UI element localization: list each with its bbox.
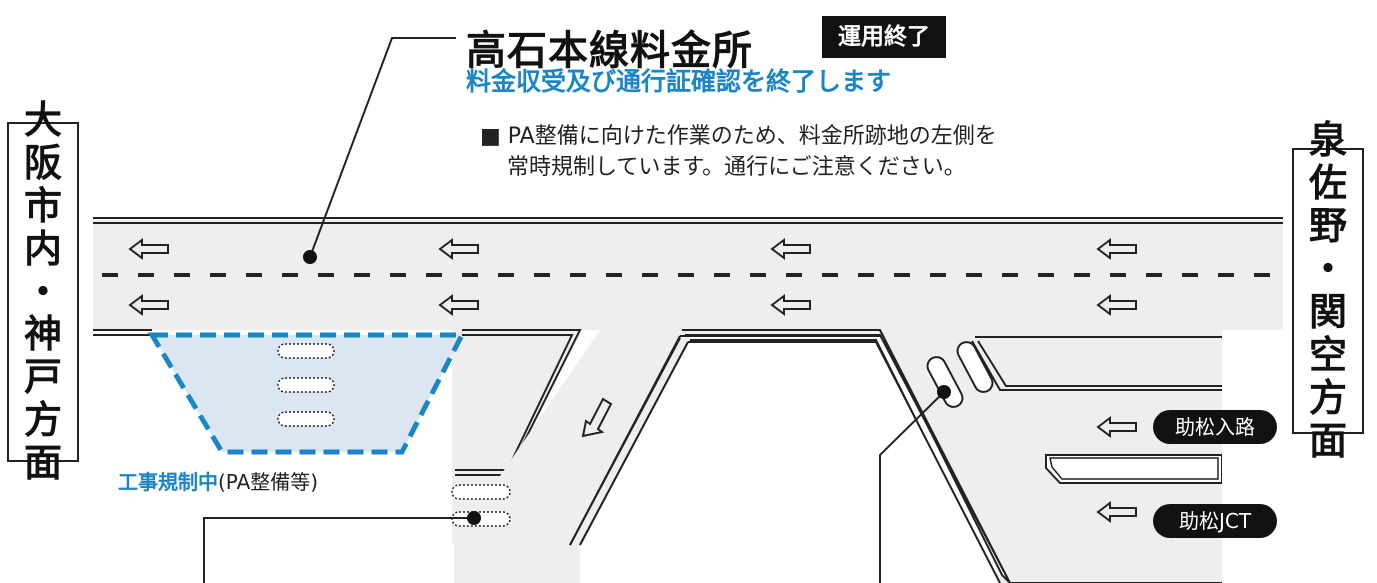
direction-char: ・ <box>23 269 62 314</box>
direction-char: 大 <box>23 97 62 142</box>
direction-char: 阪 <box>23 140 62 185</box>
direction-char: 面 <box>1308 418 1347 463</box>
lane-divider <box>102 273 1270 277</box>
notice-line-1: PA整備に向けた作業のため、料金所跡地の左側を <box>507 124 997 149</box>
direction-sign-left: 大 阪 市 内 ・ 神 戸 方 面 <box>7 98 79 485</box>
direction-char: 神 <box>23 312 62 357</box>
direction-char: 市 <box>23 183 62 228</box>
arrow-icon <box>128 238 1137 523</box>
ramp-label-jct: 助松JCT <box>1153 504 1277 538</box>
work-zone <box>147 332 467 455</box>
direction-char: 野 <box>1308 204 1347 249</box>
notice-line-2: 常時規制しています。通行にご注意ください。 <box>507 155 966 180</box>
leader-dot <box>303 250 317 264</box>
page-title: 高石本線料金所 <box>466 28 753 74</box>
ramp-label-entry: 助松入路 <box>1153 410 1277 444</box>
direction-char: 面 <box>23 441 62 486</box>
subtitle: 料金収受及び通行証確認を終了します <box>466 67 892 96</box>
direction-char: 戸 <box>23 355 62 400</box>
work-zone-label-bold: 工事規制中 <box>118 470 218 494</box>
direction-char: 泉 <box>1308 118 1347 163</box>
direction-char: 空 <box>1308 332 1347 377</box>
notice-text: ■ PA整備に向けた作業のため、料金所跡地の左側を 常時規制しています。通行にご… <box>480 121 997 183</box>
direction-sign-right: 泉 佐 野 ・ 関 空 方 面 <box>1292 119 1364 462</box>
direction-char: 佐 <box>1308 161 1347 206</box>
toll-island <box>926 356 964 408</box>
direction-char: 関 <box>1308 290 1347 334</box>
work-zone-label-rest: (PA整備等) <box>218 470 319 494</box>
status-badge: 運用終了 <box>822 16 946 58</box>
bullet-icon: ■ <box>480 124 501 149</box>
direction-char: 方 <box>23 398 62 443</box>
direction-char: ・ <box>1308 247 1347 292</box>
direction-char: 内 <box>23 226 62 271</box>
work-zone-label: 工事規制中(PA整備等) <box>118 466 318 495</box>
direction-char: 方 <box>1308 375 1347 420</box>
leader-lines <box>203 37 945 583</box>
